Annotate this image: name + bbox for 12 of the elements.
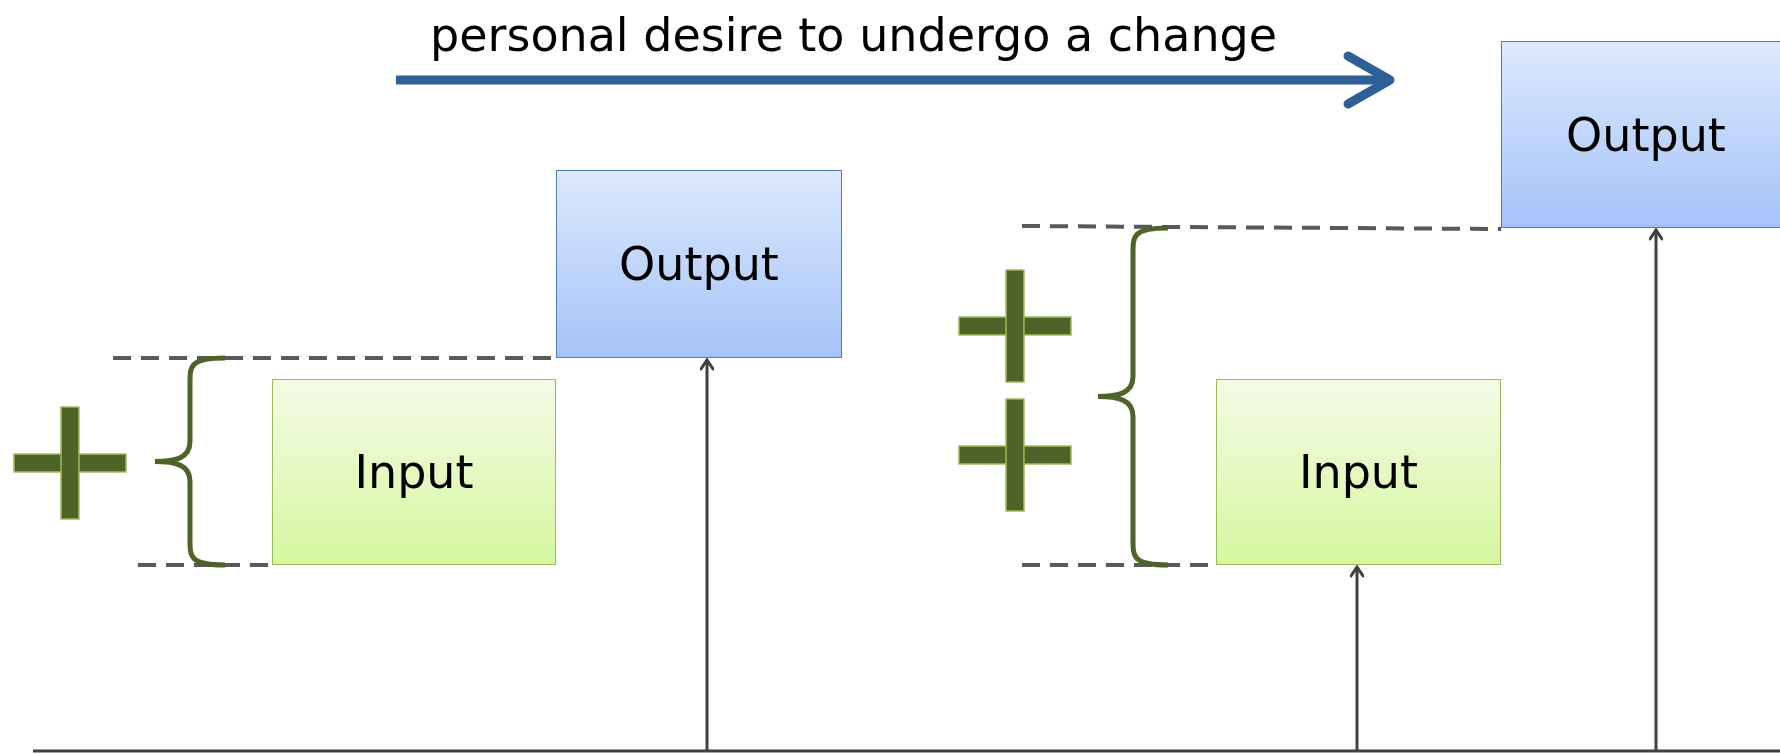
arrow (1648, 228, 1664, 751)
box-label: Input (1298, 445, 1419, 499)
box-label: Input (354, 445, 474, 499)
output-box (1501, 41, 1780, 228)
box-label: Output (619, 237, 779, 291)
arrow (1349, 565, 1365, 751)
output-box (556, 170, 842, 358)
input-box (272, 379, 556, 565)
arrow (699, 358, 715, 751)
input-box (1216, 379, 1501, 565)
heading-text: personal desire to undergo a change (430, 8, 1278, 62)
box-label: Output (1566, 107, 1726, 162)
